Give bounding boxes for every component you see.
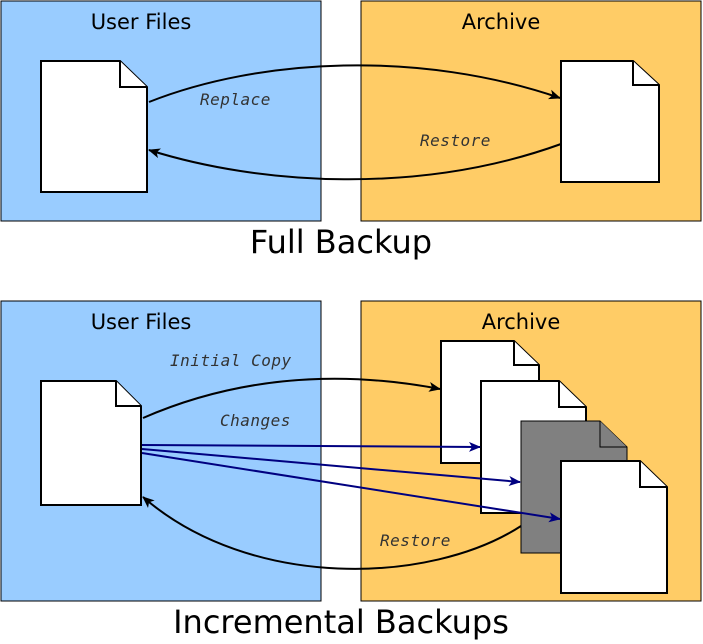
incremental-backups-caption: Incremental Backups (173, 603, 509, 641)
initial-copy-arrow (142, 377, 441, 419)
restore-arrow (142, 496, 522, 570)
restore-label: Restore (380, 531, 451, 550)
document-icon (40, 380, 142, 506)
user-files-title: User Files (91, 10, 192, 34)
full-backup-caption: Full Backup (250, 223, 432, 261)
restore-arrow (148, 143, 562, 181)
initial-copy-label: Initial Copy (170, 351, 292, 370)
archive-title: Archive (482, 310, 561, 334)
document-icon (40, 60, 148, 193)
replace-arrow (148, 64, 561, 103)
archive-title: Archive (462, 10, 541, 34)
changes-label: Changes (220, 411, 291, 430)
change-arrow-3 (141, 452, 561, 523)
archived-document-icon (560, 60, 660, 183)
replace-label: Replace (200, 90, 271, 109)
change-arrow-1 (141, 441, 481, 452)
restore-label: Restore (420, 131, 491, 150)
full-backup-section: User Files Archive Replace Restore Full … (0, 0, 702, 261)
archived-document-change-3-icon (560, 460, 668, 594)
change-arrow-2 (141, 448, 521, 487)
user-files-title: User Files (91, 310, 192, 334)
incremental-backups-section: User Files Archive Initial Copy C (0, 300, 702, 641)
